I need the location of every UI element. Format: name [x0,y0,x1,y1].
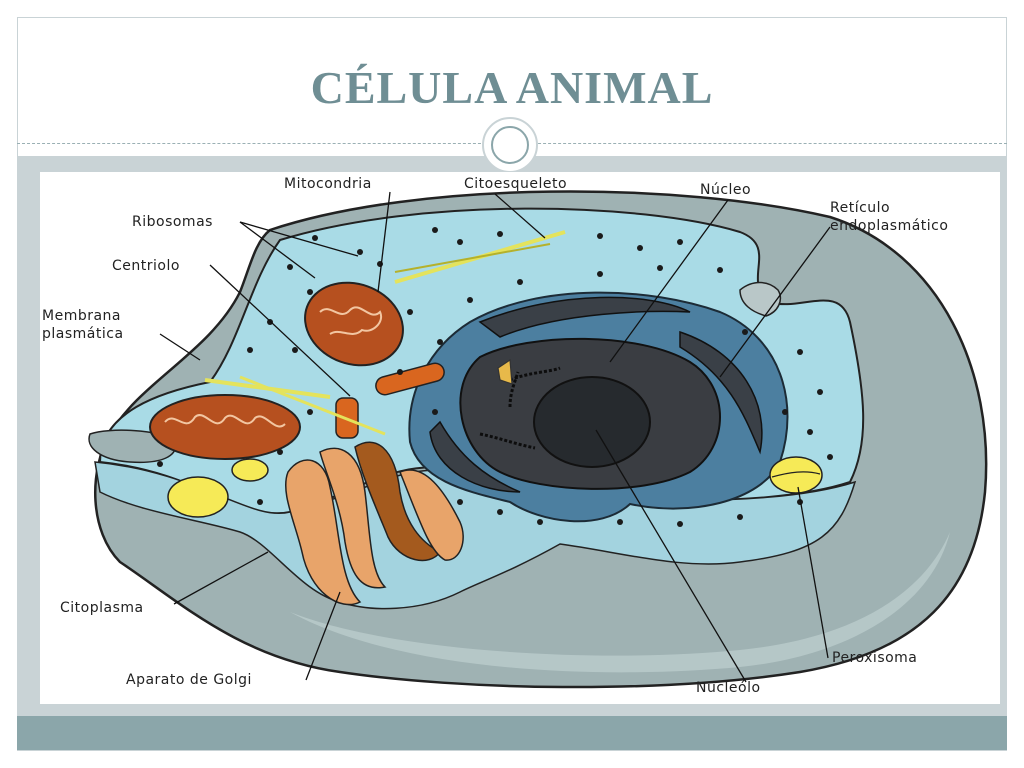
ribosome-dots [157,227,833,527]
label-citoplasma: Citoplasma [60,600,144,616]
peroxisome-right-line [771,471,821,478]
centriole-1-shape [375,362,445,396]
label-mitocondria: Mitocondria [284,176,372,192]
leader-ribosomas-1 [239,221,316,279]
peroxisome-right-shape [769,456,823,494]
leader-nucleo [609,199,729,363]
label-reticulo-1: Retículo [830,200,890,216]
leader-citoplasma [173,551,269,605]
diagram-panel: Mitocondria Citoesqueleto Núcleo Retícul… [40,172,1000,704]
golgi-end-shape [399,469,464,561]
mitochondrion-left-cristae [164,414,286,428]
slide-title: CÉLULA ANIMAL [310,62,714,113]
chromatin-2 [479,432,536,450]
nuclear-pore-icon [497,358,513,385]
vesicle-left-shape [167,476,229,518]
leader-mitocondria [377,191,391,293]
label-centriolo: Centriolo [112,258,180,274]
label-reticulo-2: endoplasmático [830,218,948,234]
mitochondrion-top-shape [304,281,404,367]
leader-nucleolo [595,429,747,683]
chromatin-1 [509,366,561,382]
animal-cell-diagram: Mitocondria Citoesqueleto Núcleo Retícul… [42,176,988,696]
label-citoesqueleto: Citoesqueleto [464,176,567,192]
footer-band [17,716,1007,750]
leader-peroxisoma [797,486,829,659]
leader-membrana [159,333,201,361]
golgi-mid-shape [319,447,387,589]
label-membrana-1: Membrana [42,308,121,324]
cytoskeleton-fiber-4 [239,375,386,436]
mitochondrion-top-cristae [319,306,383,335]
cytoskeleton-fiber-2 [394,243,551,273]
label-nucleolo: Nucleólo [696,680,761,696]
vesicle-small-shape [231,458,269,482]
er-fold-3 [429,420,521,493]
er-fold-2 [679,330,763,455]
leader-golgi [305,591,341,681]
label-membrana-2: plasmática [42,326,124,342]
label-nucleo: Núcleo [700,182,751,198]
label-peroxisoma: Peroxisoma [832,650,917,666]
label-ribosomas: Ribosomas [132,214,213,230]
label-golgi: Aparato de Golgi [126,672,252,688]
title-band: CÉLULA ANIMAL [17,17,1007,143]
leader-citoesqueleto [494,193,546,239]
mitochondrion-left-shape [149,394,301,460]
golgi-light-shape [284,459,362,606]
leader-centriolo [209,264,351,397]
er-fold-1 [478,296,691,338]
nucleolus-shape [533,376,651,468]
leader-reticulo [719,226,831,378]
circle-ornament-inner-icon [491,126,529,164]
leader-ribosomas-2 [239,221,359,257]
